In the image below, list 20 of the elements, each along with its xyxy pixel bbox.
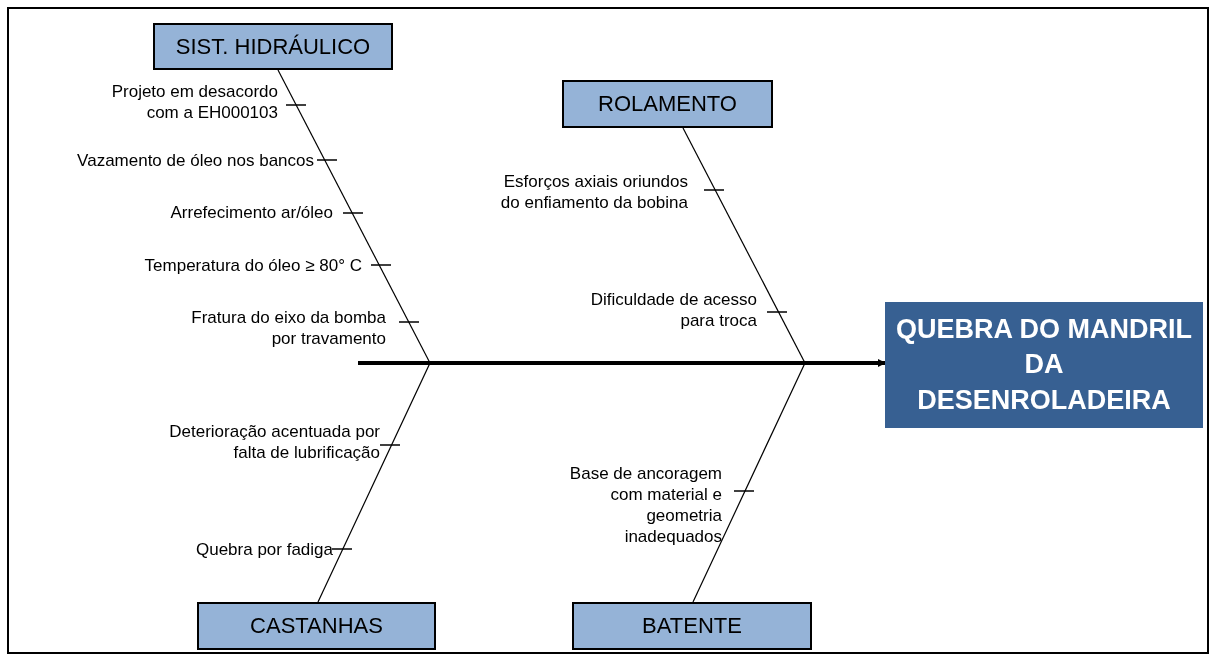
cause-label: Vazamento de óleo nos bancos	[76, 149, 314, 171]
bone-line	[692, 362, 806, 603]
spine-arrow	[358, 359, 886, 367]
category-box: CASTANHAS	[197, 602, 436, 650]
bone-line	[317, 362, 431, 603]
category-box: SIST. HIDRÁULICO	[153, 23, 393, 70]
category-box: BATENTE	[572, 602, 812, 650]
cause-label: Fratura do eixo da bomba por travamento	[190, 306, 386, 349]
effect-box: QUEBRA DO MANDRIL DA DESENROLADEIRA	[885, 302, 1203, 428]
cause-label: Temperatura do óleo ≥ 80° C	[143, 254, 362, 276]
category-box: ROLAMENTO	[562, 80, 773, 128]
cause-label: Deterioração acentuada por falta de lubrificação	[168, 420, 380, 463]
bone-line	[682, 127, 806, 364]
cause-label: Base de ancoragem com material e geometria inadequados	[568, 462, 722, 548]
cause-label: Esforços axiais oriundos do enfiamento da bobina	[499, 170, 688, 213]
cause-label: Dificuldade de acesso para troca	[589, 288, 757, 331]
cause-label: Arrefecimento ar/óleo	[169, 201, 333, 223]
bone-line	[277, 69, 431, 364]
cause-label: Projeto em desacordo com a EH000103	[110, 80, 278, 123]
cause-label: Quebra por fadiga	[194, 538, 333, 560]
